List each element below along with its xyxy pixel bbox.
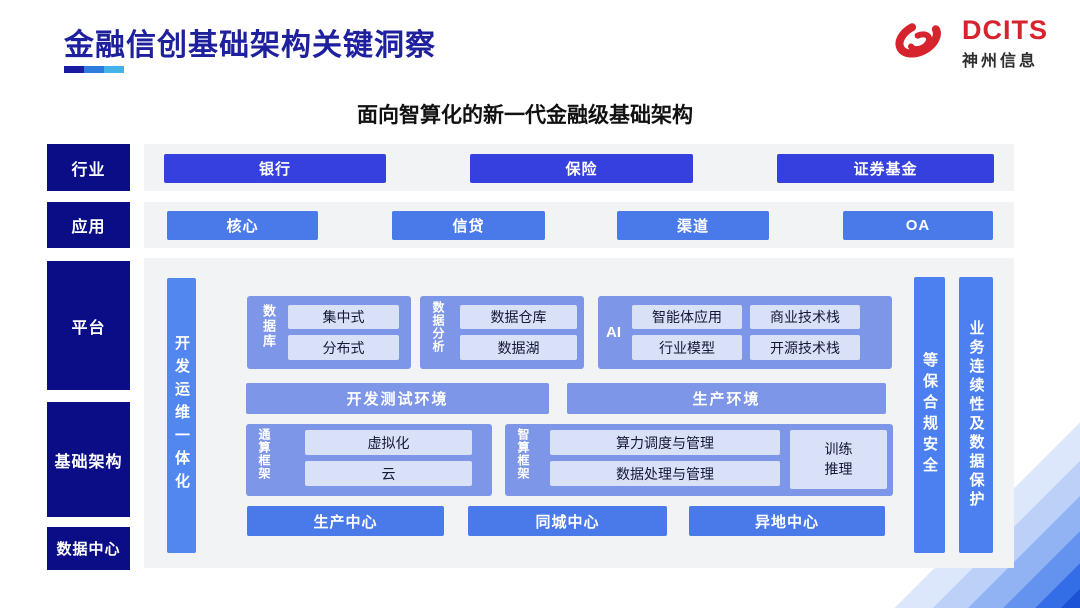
database-item-centralized: 集中式 — [288, 305, 399, 329]
smart-compute-item-dataprocessing: 数据处理与管理 — [550, 461, 780, 486]
smart-compute-item-scheduling: 算力调度与管理 — [550, 430, 780, 455]
env-bar-production: 生产环境 — [567, 383, 886, 414]
smart-compute-item-training-inference: 训练 推理 — [790, 430, 887, 489]
security-bar: 等保合规安全 — [914, 277, 945, 553]
industry-item-bank: 银行 — [164, 154, 386, 183]
rail-label-application: 应用 — [47, 202, 130, 248]
title-underline-segment — [64, 66, 84, 73]
logo: DCITS 神州信息 — [888, 16, 1048, 72]
ai-item-agent-app: 智能体应用 — [632, 305, 742, 329]
ai-group: AI 智能体应用 商业技术栈 行业模型 开源技术栈 — [598, 296, 892, 369]
inference-line: 推理 — [824, 460, 853, 477]
logo-company: 神州信息 — [962, 53, 1039, 70]
smart-compute-label: 智算框架 — [516, 428, 530, 480]
analytics-group-label: 数据分析 — [431, 301, 445, 353]
title-underline-segment — [104, 66, 124, 73]
database-item-distributed: 分布式 — [288, 335, 399, 360]
dcits-swirl-icon — [895, 23, 941, 58]
continuity-bar: 业务连续性及数据保护 — [959, 277, 993, 553]
industry-item-insurance: 保险 — [470, 154, 693, 183]
analytics-group: 数据分析 数据仓库 数据湖 — [420, 296, 584, 369]
ai-group-label: AI — [606, 324, 621, 341]
center-remote: 异地中心 — [689, 506, 885, 536]
diagram-title: 面向智算化的新一代金融级基础架构 — [357, 104, 693, 127]
analytics-item-warehouse: 数据仓库 — [460, 305, 577, 329]
ai-item-commercial-stack: 商业技术栈 — [750, 305, 860, 329]
rail-label-datacenter: 数据中心 — [47, 527, 130, 570]
application-item-core: 核心 — [167, 211, 318, 240]
general-compute-group: 通算框架 虚拟化 云 — [246, 424, 492, 496]
center-production: 生产中心 — [247, 506, 444, 536]
general-compute-item-cloud: 云 — [305, 461, 472, 486]
ai-item-opensource-stack: 开源技术栈 — [750, 335, 860, 360]
rail-label-industry: 行业 — [47, 144, 130, 191]
industry-item-securities: 证券基金 — [777, 154, 994, 183]
logo-text-block: DCITS 神州信息 — [962, 17, 1048, 71]
ai-item-industry-model: 行业模型 — [632, 335, 742, 360]
application-item-oa: OA — [843, 211, 993, 240]
application-item-credit: 信贷 — [392, 211, 545, 240]
training-line: 训练 — [824, 440, 853, 457]
devops-bar: 开发运维一体化 — [167, 278, 196, 553]
smart-compute-group: 智算框架 算力调度与管理 数据处理与管理 训练 推理 — [505, 424, 893, 496]
application-item-channel: 渠道 — [617, 211, 769, 240]
rail-label-platform: 平台 — [47, 261, 130, 390]
env-bar-devtest: 开发测试环境 — [246, 383, 549, 414]
center-samecity: 同城中心 — [468, 506, 667, 536]
general-compute-label: 通算框架 — [257, 428, 271, 480]
general-compute-item-virtualization: 虚拟化 — [305, 430, 472, 455]
database-group-label: 数据库 — [261, 304, 276, 349]
title-underline-segment — [84, 66, 104, 73]
rail-label-infrastructure: 基础架构 — [47, 402, 130, 517]
title-underline — [64, 66, 124, 73]
analytics-item-lake: 数据湖 — [460, 335, 577, 360]
database-group: 数据库 集中式 分布式 — [247, 296, 411, 369]
page-title: 金融信创基础架构关键洞察 — [64, 29, 436, 62]
logo-name: DCITS — [962, 15, 1048, 45]
